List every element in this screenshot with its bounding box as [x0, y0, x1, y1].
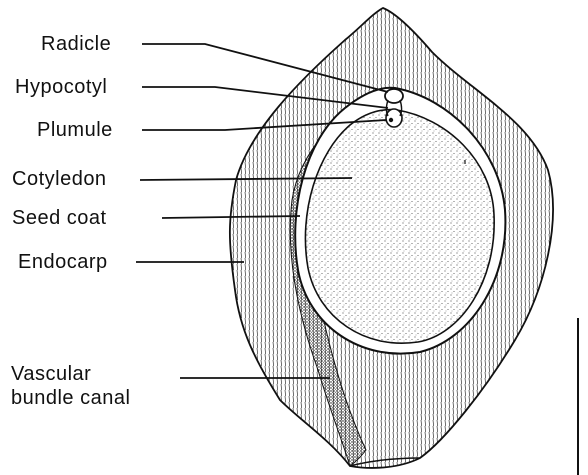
plumule-shape — [386, 109, 402, 127]
label-endocarp: Endocarp — [18, 251, 108, 273]
label-plumule: Plumule — [37, 119, 113, 141]
plumule-dot — [389, 118, 393, 122]
label-hypocotyl: Hypocotyl — [15, 76, 107, 98]
label-vascular-line1: Vascular — [11, 363, 91, 385]
label-seed-coat: Seed coat — [12, 207, 107, 229]
label-vascular-line2: bundle canal — [11, 387, 130, 409]
label-radicle: Radicle — [41, 33, 111, 55]
label-cotyledon: Cotyledon — [12, 168, 107, 190]
